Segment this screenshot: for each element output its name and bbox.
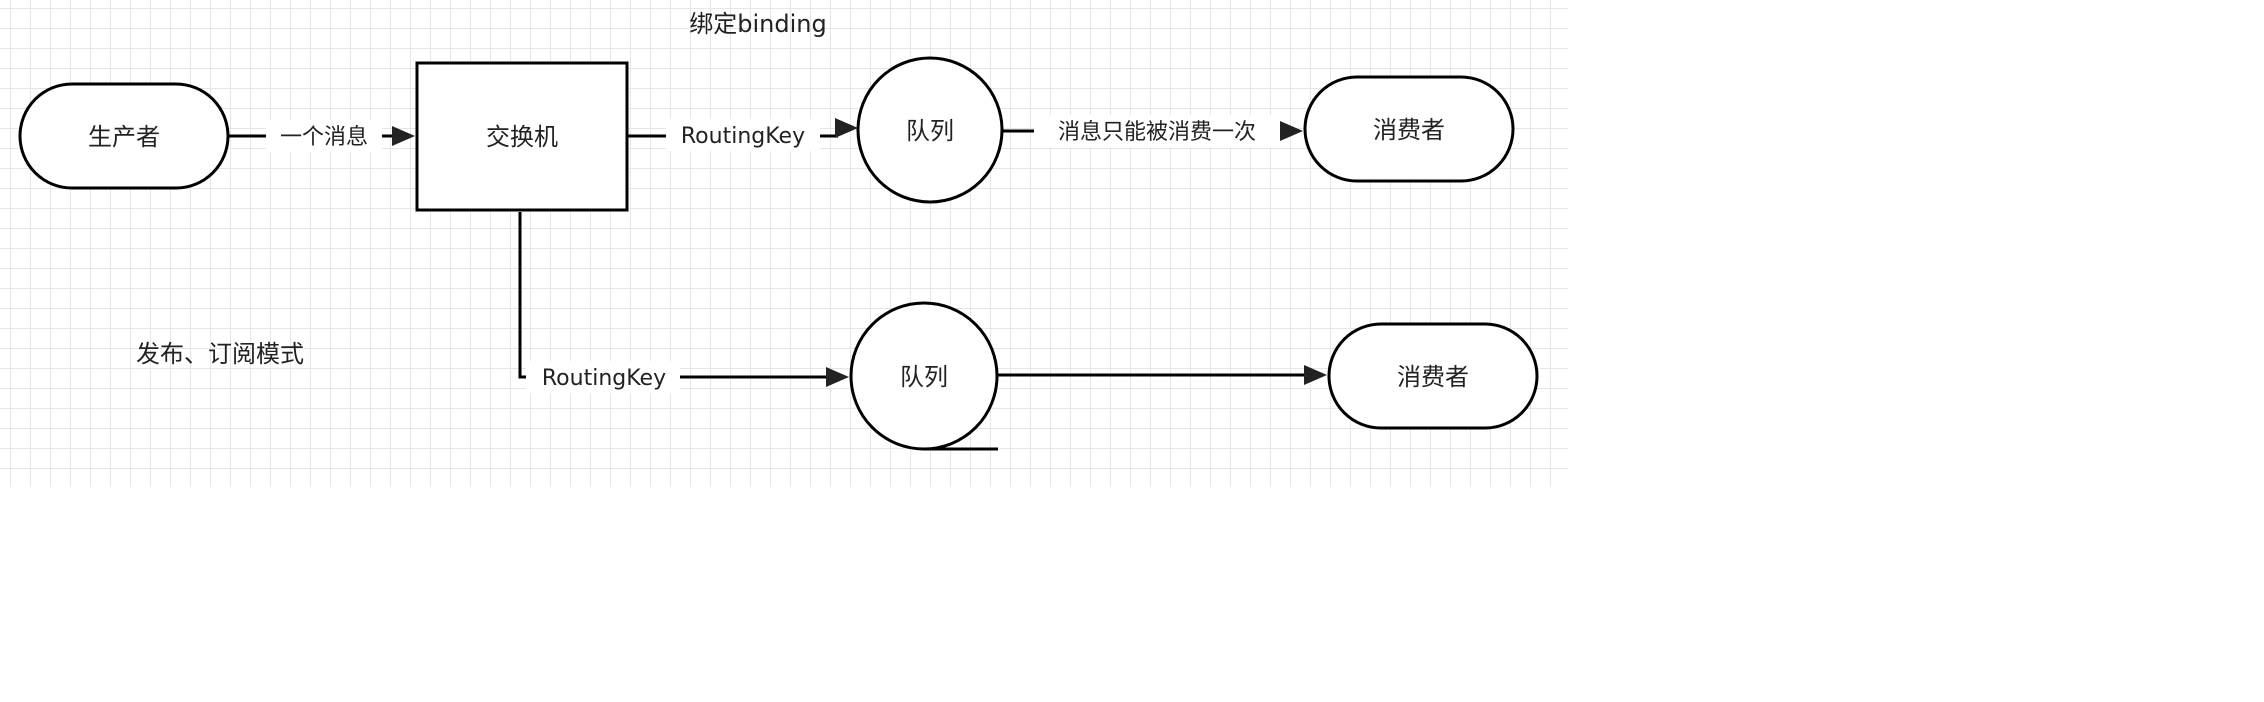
edge-label-routingkey-top: RoutingKey (681, 124, 805, 149)
node-queue-top[interactable]: 队列 (856, 56, 1004, 204)
node-queue-top-label: 队列 (906, 117, 954, 145)
arrowhead-icon (835, 118, 858, 138)
arrowhead-icon (392, 126, 415, 146)
binding-note: 绑定binding (689, 10, 826, 38)
arrowhead-icon (1304, 365, 1327, 385)
mode-label: 发布、订阅模式 (136, 340, 304, 368)
edge-label-consume-once: 消息只能被消费一次 (1058, 120, 1256, 145)
node-queue-bottom[interactable]: 队列 (849, 301, 999, 451)
node-consumer-top[interactable]: 消费者 (1303, 75, 1515, 183)
node-producer-label: 生产者 (88, 123, 160, 151)
arrowhead-icon (1280, 121, 1303, 141)
node-consumer-top-label: 消费者 (1373, 116, 1445, 144)
node-exchange[interactable]: 交换机 (415, 61, 629, 212)
diagram-canvas: 绑定binding 发布、订阅模式 一个消息 RoutingKey 消息只能被消… (0, 0, 1568, 487)
arrowhead-icon (826, 367, 849, 387)
edge-label-message: 一个消息 (280, 125, 368, 150)
edge-queue-bottom-consumer-bottom (998, 365, 1327, 385)
node-producer[interactable]: 生产者 (18, 82, 230, 190)
flow-diagram: 绑定binding 发布、订阅模式 一个消息 RoutingKey 消息只能被消… (18, 10, 1539, 451)
node-consumer-bottom[interactable]: 消费者 (1327, 322, 1539, 430)
edge-exchange-queue-bottom: RoutingKey (518, 212, 849, 393)
node-queue-bottom-label: 队列 (900, 363, 948, 391)
edge-exchange-queue-top: RoutingKey (627, 118, 858, 151)
node-exchange-label: 交换机 (486, 123, 558, 151)
edge-label-routingkey-bottom: RoutingKey (542, 366, 666, 391)
node-consumer-bottom-label: 消费者 (1397, 363, 1469, 391)
edge-queue-top-consumer-top: 消息只能被消费一次 (1002, 115, 1303, 147)
edge-producer-exchange: 一个消息 (228, 120, 415, 152)
